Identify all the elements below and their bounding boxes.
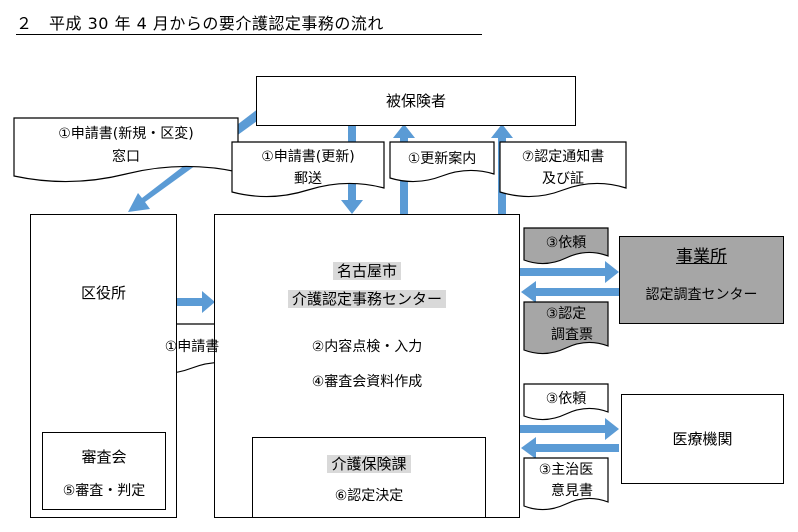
- doc-medical-opinion-line2: 意見書: [551, 483, 593, 499]
- center-task-materials: ④審査会資料作成: [311, 374, 423, 390]
- center-name-line2-text: 介護認定事務センター: [287, 290, 446, 308]
- arrow-ward-to-center: [177, 291, 215, 313]
- doc-medical-request: [523, 383, 609, 421]
- doc-renewal-notice: [389, 141, 495, 183]
- doc-office-request-label: ③依頼: [545, 235, 587, 251]
- doc-application-window: [13, 117, 239, 183]
- medical-box: 医療機関: [621, 394, 784, 484]
- arrow-center-to-medical: [519, 418, 619, 440]
- medical-label: 医療機関: [672, 429, 733, 448]
- doc-survey-line2: 調査票: [551, 327, 593, 343]
- care-section-label-text: 介護保険課: [327, 455, 411, 473]
- title-underline: [16, 34, 482, 35]
- arrow-office-to-center: [521, 281, 619, 303]
- office-label: 事業所: [676, 247, 727, 267]
- arrow-medical-to-center: [521, 437, 619, 459]
- doc-renewal-notice-label: ①更新案内: [407, 151, 477, 167]
- insured-label: 被保険者: [385, 91, 446, 110]
- care-section-label: 介護保険課: [252, 455, 486, 474]
- review-board-box: [42, 432, 166, 510]
- review-board-label: 審査会: [81, 448, 127, 466]
- center-name-line1: 名古屋市: [214, 262, 520, 281]
- doc-application-window-line1: ①申請書(新規・区変): [58, 126, 194, 142]
- arrow-center-to-office: [519, 261, 619, 283]
- review-board-task: ⑤審査・判定: [62, 483, 146, 499]
- doc-survey-line1: ③認定: [545, 306, 587, 322]
- doc-cert-notice-line2: 及び証: [542, 171, 584, 187]
- doc-office-request: [523, 227, 609, 265]
- office-sublabel: 認定調査センター: [645, 287, 758, 303]
- center-name-line2: 介護認定事務センター: [214, 290, 520, 309]
- doc-application-mail-line1: ①申請書(更新): [261, 149, 355, 165]
- doc-cert-notice: [499, 141, 627, 198]
- office-box: [619, 236, 784, 324]
- care-section-box: [252, 437, 486, 518]
- page-title: ２ 平成 30 年 4 月からの要介護認定事務の流れ: [16, 14, 384, 33]
- center-task-input: ②内容点検・入力: [311, 339, 423, 355]
- doc-application-mail: [231, 141, 385, 198]
- doc-medical-opinion-line1: ③主治医: [538, 462, 594, 478]
- doc-application-window-line2: 窓口: [112, 149, 140, 165]
- doc-medical-opinion: [523, 457, 609, 511]
- center-name-line1-text: 名古屋市: [332, 262, 401, 280]
- care-section-task: ⑥認定決定: [334, 488, 404, 504]
- doc-cert-notice-line1: ⑦認定通知書: [521, 149, 605, 165]
- doc-survey-form: [523, 301, 609, 355]
- doc-medical-request-label: ③依頼: [545, 391, 587, 407]
- ward-office-label: 区役所: [80, 284, 126, 302]
- doc-application-mail-line2: 郵送: [294, 171, 322, 187]
- insured-box: 被保険者: [256, 76, 576, 126]
- doc-ward-application-label: ①申請書: [164, 339, 220, 355]
